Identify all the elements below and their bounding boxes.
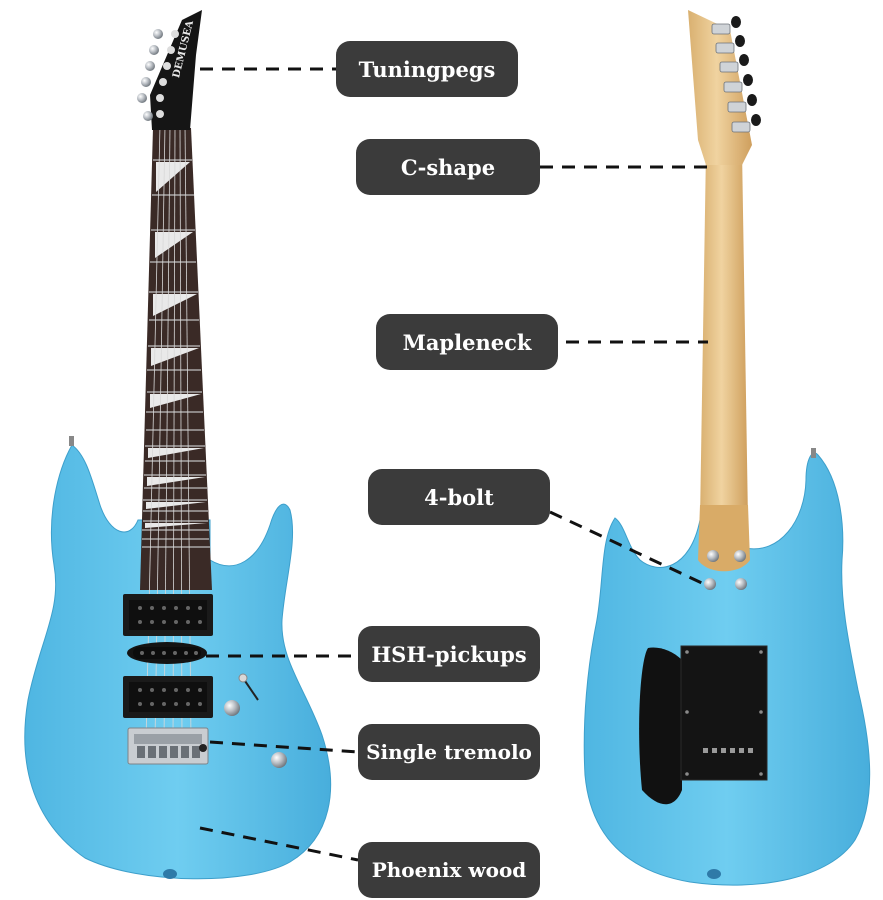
back-tremolo-cavity-cover — [680, 645, 768, 781]
callout-line-phoenix-wood — [199, 826, 359, 862]
label-maple-neck: Mapleneck — [376, 314, 558, 370]
front-volume-knob — [224, 700, 240, 716]
label-hsh-pickups: HSH-pickups — [358, 626, 540, 682]
front-pickup-selector — [238, 673, 259, 701]
front-guitar: DEMUSEA — [24, 10, 332, 880]
front-strap-pin-top — [69, 436, 74, 446]
front-bridge-humbucker — [123, 676, 213, 718]
front-tone-knob — [271, 752, 287, 768]
front-neck-humbucker — [123, 594, 213, 636]
label-single-tremolo: Single tremolo — [358, 724, 540, 780]
label-phoenix-wood: Phoenix wood — [358, 842, 540, 898]
front-shark-fin-inlays — [145, 162, 207, 528]
back-control-cavity-cover — [639, 647, 682, 805]
callout-line-four-bolt — [549, 510, 705, 586]
label-four-bolt: 4-bolt — [368, 469, 550, 525]
back-strap-pin-bottom — [707, 869, 721, 879]
back-strap-pin-top — [811, 448, 816, 458]
back-guitar — [583, 10, 871, 886]
front-strap-pin-bottom — [163, 869, 177, 879]
back-cover-screws — [685, 650, 763, 776]
back-string-ferrules — [703, 748, 753, 753]
back-tuning-pegs — [711, 16, 761, 133]
front-tremolo-bridge — [127, 727, 209, 765]
callout-lines — [199, 67, 708, 862]
callout-line-single-tremolo — [209, 740, 359, 754]
front-single-coil-pickup — [127, 642, 207, 664]
label-tuning-pegs: Tuningpegs — [336, 41, 518, 97]
label-c-shape: C-shape — [356, 139, 540, 195]
front-strings — [145, 124, 192, 741]
back-maple-neck — [700, 150, 748, 535]
front-tuning-pegs — [137, 29, 179, 121]
back-neck-bolts — [704, 550, 747, 590]
